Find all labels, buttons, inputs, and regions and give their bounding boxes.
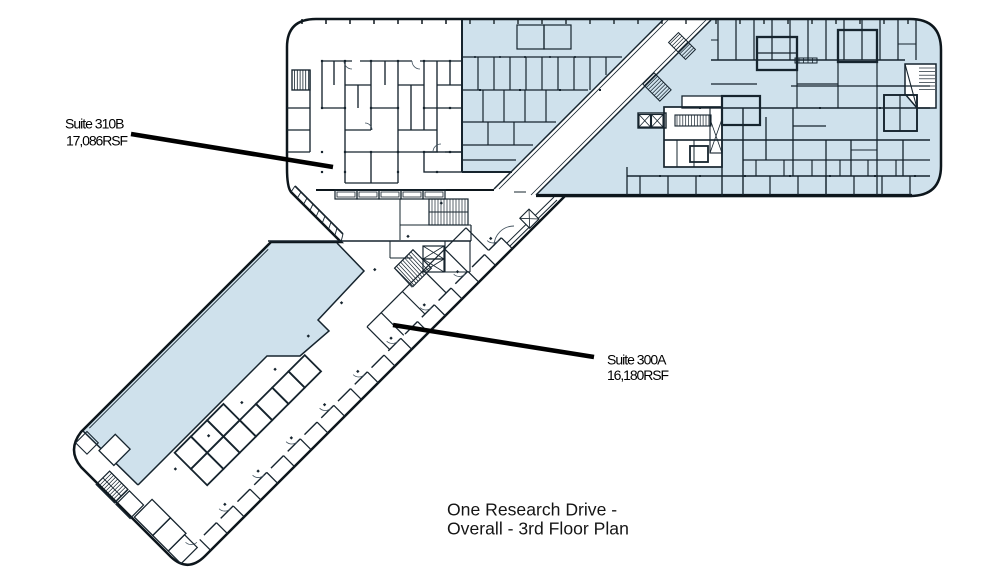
svg-text:Suite 310B: Suite 310B bbox=[65, 116, 124, 132]
svg-text:Suite 300A: Suite 300A bbox=[607, 352, 667, 368]
svg-text:Overall - 3rd Floor Plan: Overall - 3rd Floor Plan bbox=[447, 519, 629, 539]
svg-text:One Research Drive -: One Research Drive - bbox=[447, 500, 617, 520]
svg-text:17,086RSF: 17,086RSF bbox=[66, 133, 127, 149]
svg-text:16,180RSF: 16,180RSF bbox=[607, 367, 668, 383]
